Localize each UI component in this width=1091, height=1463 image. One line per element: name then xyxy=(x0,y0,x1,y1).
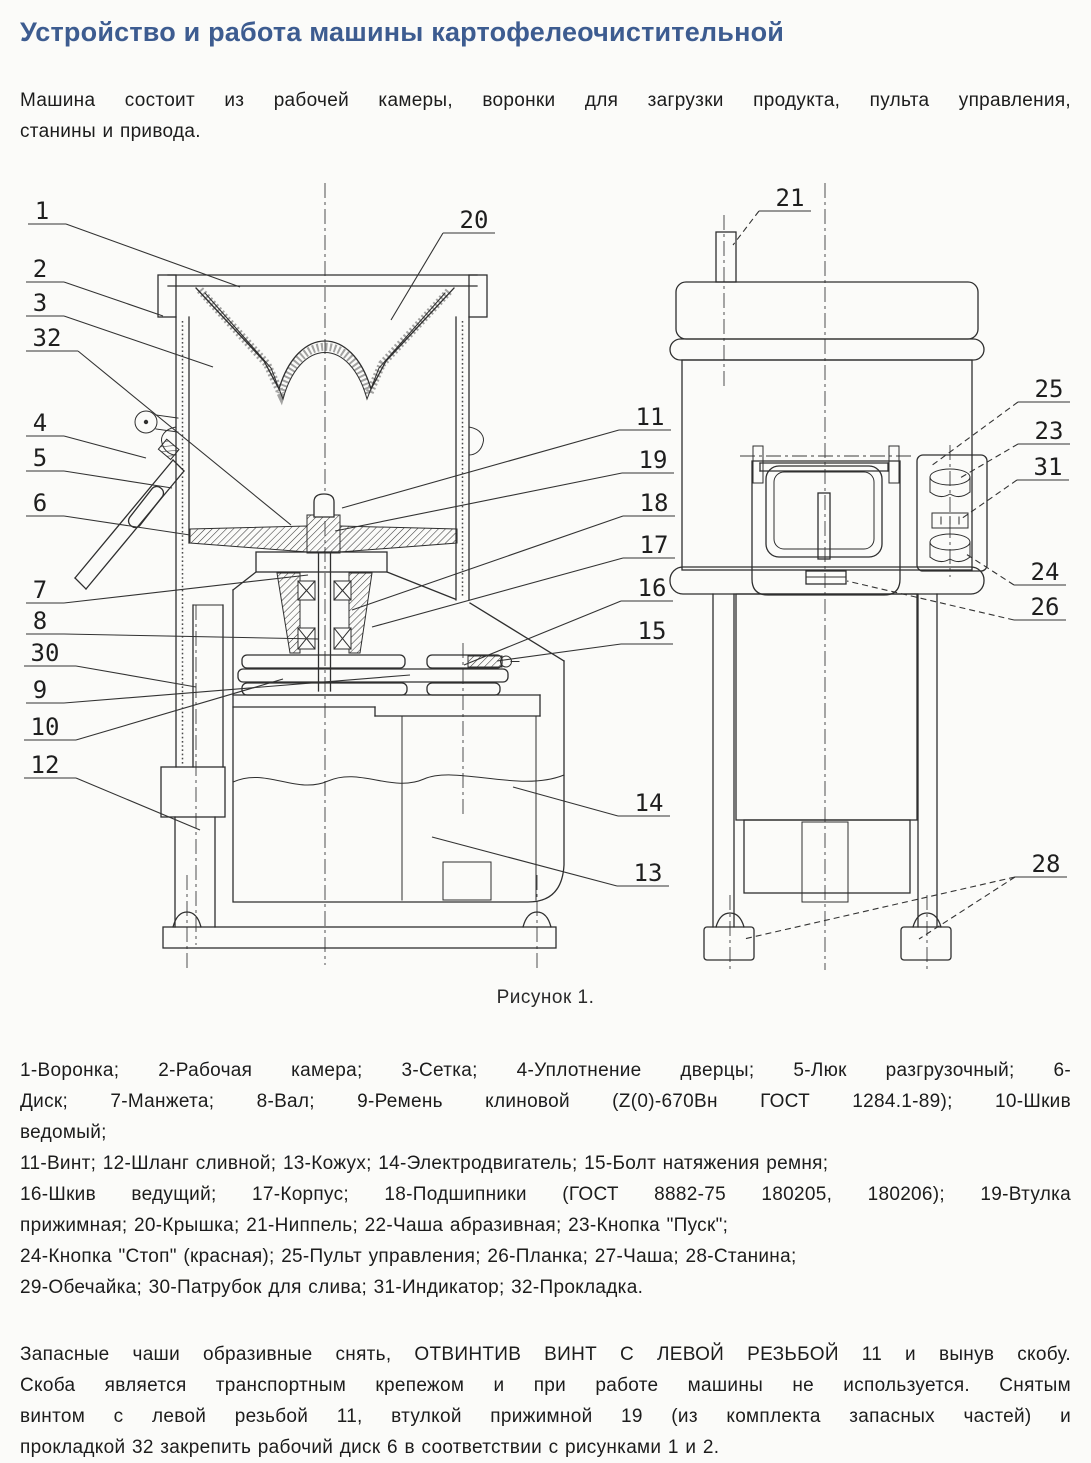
svg-text:2: 2 xyxy=(33,255,47,283)
callout-7: 7 xyxy=(26,574,309,604)
callout-24: 24 xyxy=(965,553,1066,586)
callout-13: 13 xyxy=(431,836,669,887)
svg-text:21: 21 xyxy=(776,184,805,212)
callout-12: 12 xyxy=(24,751,201,831)
callout-18: 18 xyxy=(351,489,675,611)
callout-23: 23 xyxy=(959,417,1070,479)
callout-28: 28 xyxy=(743,850,1067,940)
figure-caption: Рисунок 1. xyxy=(496,987,595,1008)
svg-text:11: 11 xyxy=(636,403,665,431)
page-title: Устройство и работа машины картофелеочис… xyxy=(20,17,785,47)
callout-25: 25 xyxy=(930,375,1070,467)
callout-15: 15 xyxy=(496,617,673,662)
svg-text:10: 10 xyxy=(31,713,60,741)
svg-text:3: 3 xyxy=(33,289,47,317)
callout-3: 3 xyxy=(26,289,214,368)
legend-line: прижимная; 20-Крышка; 21-Ниппель; 22-Чаш… xyxy=(20,1215,729,1236)
svg-text:32: 32 xyxy=(33,324,62,352)
right-side-view xyxy=(669,183,988,973)
svg-text:17: 17 xyxy=(640,531,669,559)
svg-text:8: 8 xyxy=(33,607,47,635)
legend-line: ведомый; xyxy=(20,1122,107,1143)
svg-text:7: 7 xyxy=(33,576,47,604)
svg-text:6: 6 xyxy=(33,489,47,517)
svg-text:5: 5 xyxy=(33,444,47,472)
callout-31: 31 xyxy=(960,453,1069,520)
callout-2: 2 xyxy=(26,255,164,317)
callout-14: 14 xyxy=(512,786,670,817)
svg-text:16: 16 xyxy=(638,574,667,602)
callout-8: 8 xyxy=(26,607,319,640)
svg-text:25: 25 xyxy=(1035,375,1064,403)
outro-line: винтом с левой резьбой 11, втулкой прижи… xyxy=(20,1406,1071,1427)
svg-text:15: 15 xyxy=(638,617,667,645)
callout-4: 4 xyxy=(26,409,147,459)
intro-line: Машина состоит из рабочей камеры, воронк… xyxy=(20,90,1071,111)
callout-5: 5 xyxy=(26,444,173,489)
callout-11: 11 xyxy=(341,403,671,509)
callout-32: 32 xyxy=(26,324,292,526)
legend-line: 16-Шкив ведущий; 17-Корпус; 18-Подшипник… xyxy=(20,1184,1071,1205)
svg-text:9: 9 xyxy=(33,676,47,704)
legend-line: 24-Кнопка "Стоп" (красная); 25-Пульт упр… xyxy=(20,1246,797,1267)
legend-line: Диск; 7-Манжета; 8-Вал; 9-Ремень клиново… xyxy=(20,1091,1071,1112)
svg-text:14: 14 xyxy=(635,789,664,817)
outro-line: Запасные чаши образивные снять, ОТВИНТИВ… xyxy=(20,1344,1071,1365)
svg-text:31: 31 xyxy=(1034,453,1063,481)
callout-26: 26 xyxy=(846,580,1066,621)
svg-text:26: 26 xyxy=(1031,593,1060,621)
callout-6: 6 xyxy=(26,489,191,536)
svg-text:13: 13 xyxy=(634,859,663,887)
callout-17: 17 xyxy=(371,531,675,628)
callouts-layer: 1233245678309101220111918171615141321252… xyxy=(24,184,1070,940)
machine-drawing: 1233245678309101220111918171615141321252… xyxy=(24,183,1070,973)
callout-19: 19 xyxy=(334,446,674,532)
legend-line: 29-Обечайка; 30-Патрубок для слива; 31-И… xyxy=(20,1277,644,1298)
legend-paragraph: 1-Воронка; 2-Рабочая камера; 3-Сетка; 4-… xyxy=(20,1055,1071,1303)
svg-text:19: 19 xyxy=(639,446,668,474)
left-section-view xyxy=(74,183,565,970)
legend-line: 1-Воронка; 2-Рабочая камера; 3-Сетка; 4-… xyxy=(20,1060,1071,1081)
callout-9: 9 xyxy=(26,674,411,704)
svg-text:1: 1 xyxy=(35,197,49,225)
svg-text:18: 18 xyxy=(640,489,669,517)
svg-text:12: 12 xyxy=(31,751,60,779)
outro-line: Скоба является транспортным крепежом и п… xyxy=(20,1375,1071,1396)
outro-paragraph: Запасные чаши образивные снять, ОТВИНТИВ… xyxy=(20,1339,1071,1463)
svg-text:23: 23 xyxy=(1035,417,1064,445)
callout-10: 10 xyxy=(24,678,284,741)
callout-16: 16 xyxy=(463,574,673,666)
intro-line: станины и привода. xyxy=(20,121,201,142)
svg-text:4: 4 xyxy=(33,409,47,437)
svg-text:30: 30 xyxy=(31,639,60,667)
svg-text:28: 28 xyxy=(1032,850,1061,878)
callout-20: 20 xyxy=(390,206,495,321)
callout-21: 21 xyxy=(732,184,811,246)
svg-text:24: 24 xyxy=(1031,558,1060,586)
callout-30: 30 xyxy=(24,639,197,688)
outro-line: прокладкой 32 закрепить рабочий диск 6 в… xyxy=(20,1437,720,1458)
intro-paragraph: Машина состоит из рабочей камеры, воронк… xyxy=(20,85,1071,147)
callout-1: 1 xyxy=(28,197,241,288)
svg-text:20: 20 xyxy=(460,206,489,234)
legend-line: 11-Винт; 12-Шланг сливной; 13-Кожух; 14-… xyxy=(20,1153,829,1174)
